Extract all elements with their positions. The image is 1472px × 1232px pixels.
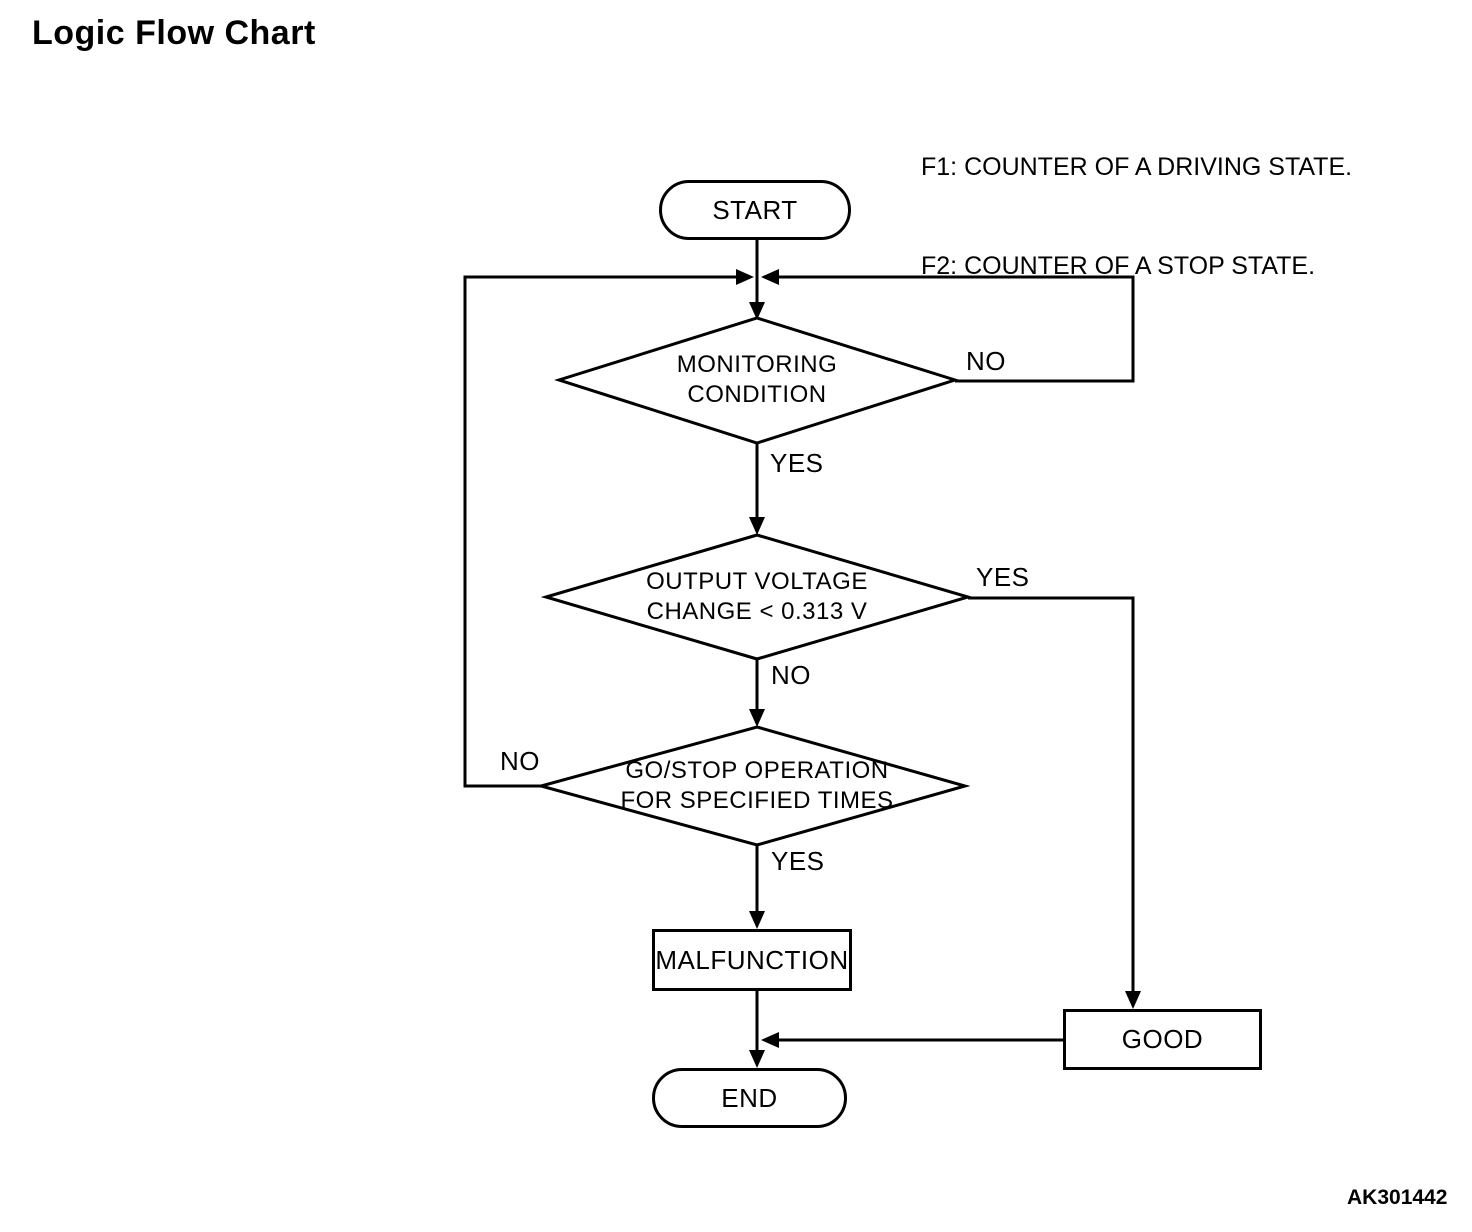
edge-label-monitoring-yes: YES [770,448,824,478]
edge-label-gostop-no: NO [500,746,540,776]
edge-gostop-yes [749,845,765,929]
edge-voltage-yes-to-good [968,596,1141,1009]
edge-monitoring-yes [749,443,765,535]
node-start: START [659,180,851,240]
page-title: Logic Flow Chart [32,14,316,52]
edge-label-voltage-yes: YES [976,562,1030,592]
node-end: END [652,1068,847,1128]
figure-code: AK301442 [1347,1186,1448,1209]
legend-notes: F1: COUNTER OF A DRIVING STATE. F2: COUN… [921,85,1352,349]
edge-malfunction-to-end [749,991,765,1068]
edge-start-to-monitoring [749,240,765,320]
node-monitoring-label: MONITORING CONDITION [676,351,838,408]
edge-label-gostop-yes: YES [771,846,825,876]
node-good: GOOD [1063,1009,1262,1070]
node-malfunction: MALFUNCTION [652,929,852,991]
node-malfunction-label: MALFUNCTION [655,944,849,975]
decision-gostop-shape [535,725,971,847]
edge-voltage-no [749,659,765,727]
edge-label-voltage-no: NO [771,660,811,690]
legend-line-f2: F2: COUNTER OF A STOP STATE. [921,252,1316,280]
edge-gostop-no-loop [463,269,754,788]
node-start-label: START [712,194,798,225]
node-good-label: GOOD [1121,1024,1204,1054]
legend-line-f1: F1: COUNTER OF A DRIVING STATE. [921,153,1353,181]
decision-voltage-shape [540,533,974,661]
node-end-label: END [721,1082,778,1113]
edge-monitoring-no-loop [761,269,1135,383]
edge-good-to-merge [761,1032,1063,1048]
node-voltage-label: OUTPUT VOLTAGE CHANGE < 0.313 V [646,568,868,625]
node-gostop-label: GO/STOP OPERATION FOR SPECIFIED TIMES [620,757,894,814]
decision-monitoring-shape [554,316,960,445]
edge-label-monitoring-no: NO [966,346,1006,376]
